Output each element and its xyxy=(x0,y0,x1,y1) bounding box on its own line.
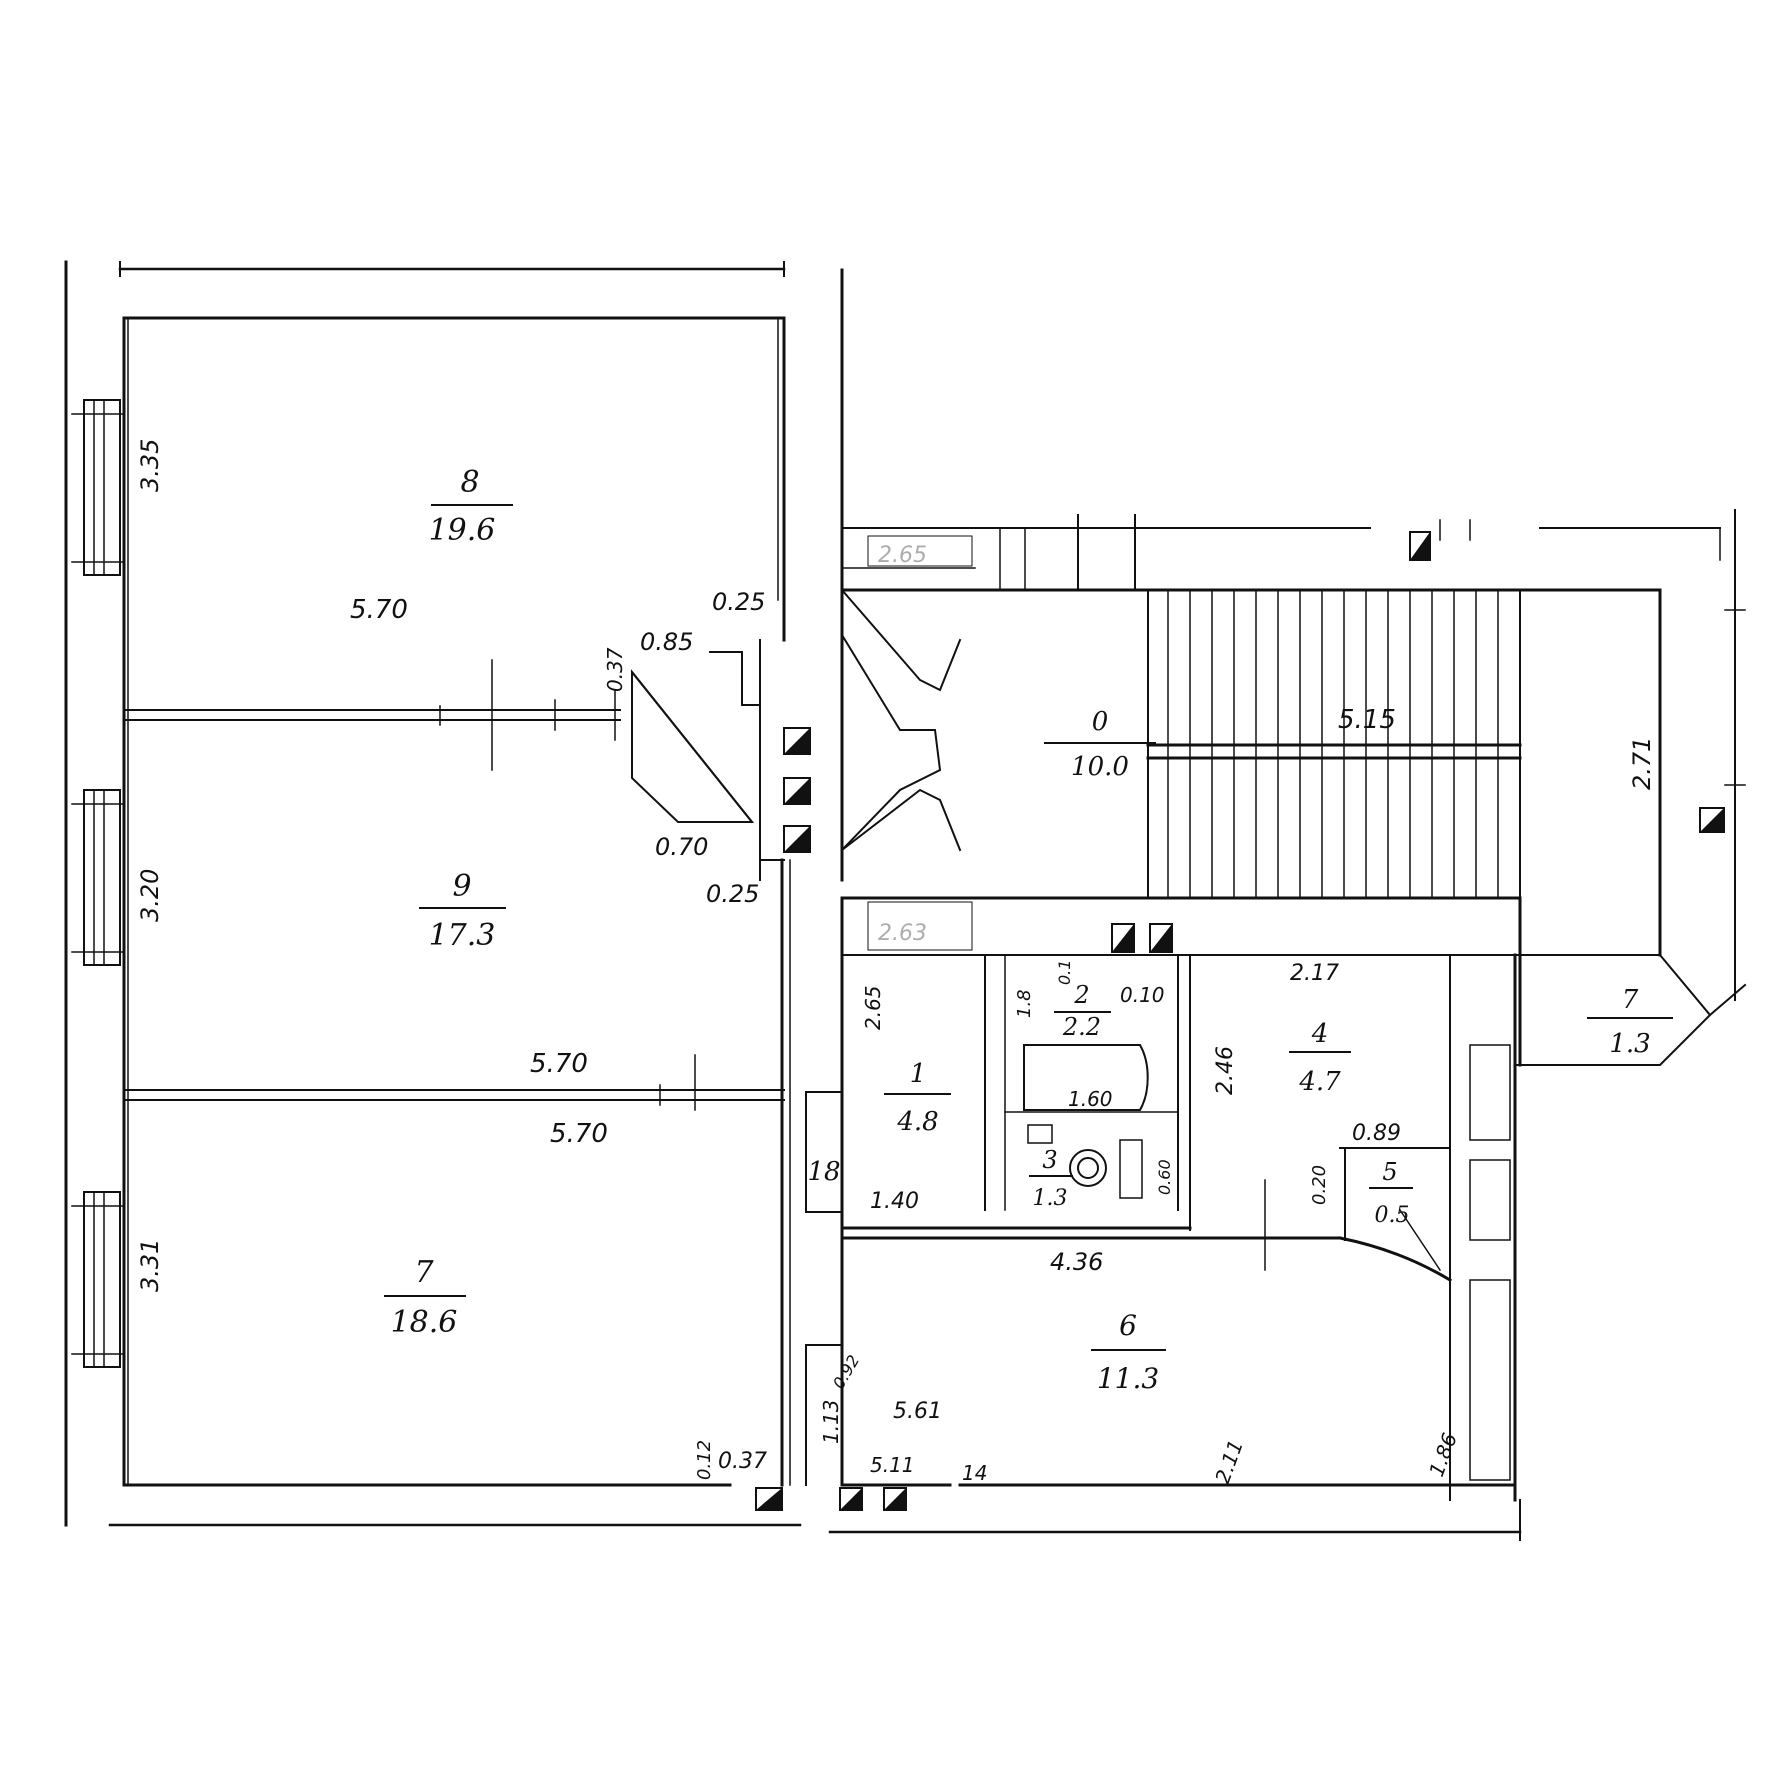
svg-text:7: 7 xyxy=(414,1255,434,1290)
room-label-5: 5 0.5 xyxy=(1369,1158,1413,1228)
svg-text:5.61: 5.61 xyxy=(893,1399,942,1424)
dimension-labels: 3.35 3.20 3.31 5.70 5.70 5.70 0.25 0.25 … xyxy=(136,439,1656,1487)
room-label-stair: 0 10.0 xyxy=(1044,707,1156,782)
room-label-7-left: 7 18.6 xyxy=(384,1255,466,1340)
svg-text:2.46: 2.46 xyxy=(1213,1046,1238,1095)
svg-text:5.70: 5.70 xyxy=(550,1119,608,1149)
room-label-8: 8 19.6 xyxy=(429,465,513,548)
room-label-3: 3 1.3 xyxy=(1029,1146,1073,1211)
svg-text:5.70: 5.70 xyxy=(350,595,408,625)
svg-text:1.3: 1.3 xyxy=(1033,1186,1068,1211)
room-label-4: 4 4.7 xyxy=(1289,1019,1351,1097)
svg-text:0.60: 0.60 xyxy=(1155,1159,1174,1195)
svg-text:1.3: 1.3 xyxy=(1609,1029,1650,1059)
vent-icons xyxy=(755,531,1725,1511)
svg-text:4.7: 4.7 xyxy=(1298,1067,1341,1097)
svg-text:8: 8 xyxy=(460,465,479,500)
window-left-top xyxy=(71,399,125,576)
svg-text:5: 5 xyxy=(1382,1158,1397,1186)
window-left-middle xyxy=(71,789,125,966)
svg-text:18.6: 18.6 xyxy=(391,1305,458,1340)
svg-text:11.3: 11.3 xyxy=(1097,1362,1159,1395)
stair-treads xyxy=(1146,589,1522,899)
svg-text:14: 14 xyxy=(962,1461,987,1485)
svg-text:2.71: 2.71 xyxy=(1628,737,1656,790)
partition-9-7 xyxy=(123,1054,785,1111)
svg-text:1: 1 xyxy=(910,1059,927,1089)
svg-text:2.11: 2.11 xyxy=(1210,1437,1248,1487)
partition-8-9 xyxy=(123,659,621,771)
svg-text:1.8: 1.8 xyxy=(1014,989,1035,1018)
svg-text:0.10: 0.10 xyxy=(1120,983,1165,1007)
svg-text:1.13: 1.13 xyxy=(819,1399,843,1444)
svg-text:3.20: 3.20 xyxy=(136,869,164,922)
room-label-7-right: 7 1.3 xyxy=(1587,985,1673,1059)
svg-text:0.92: 0.92 xyxy=(829,1352,863,1392)
svg-text:2.65: 2.65 xyxy=(861,985,885,1030)
svg-text:3.31: 3.31 xyxy=(136,1239,164,1292)
room-label-2: 2 2.2 xyxy=(1054,981,1111,1041)
svg-text:1.40: 1.40 xyxy=(870,1189,919,1214)
bath-wc-block xyxy=(840,954,1342,1240)
room-label-6: 6 11.3 xyxy=(1091,1309,1166,1395)
svg-text:1.60: 1.60 xyxy=(1068,1087,1113,1111)
svg-text:0.1: 0.1 xyxy=(1055,960,1074,985)
svg-text:0.37: 0.37 xyxy=(718,1449,767,1474)
svg-text:2.63: 2.63 xyxy=(878,921,927,946)
closet-label: 18 xyxy=(807,1157,840,1187)
svg-text:4.8: 4.8 xyxy=(896,1107,938,1137)
svg-text:2.2: 2.2 xyxy=(1062,1013,1101,1041)
svg-text:10.0: 10.0 xyxy=(1071,752,1129,782)
svg-text:17.3: 17.3 xyxy=(429,918,496,953)
svg-text:4: 4 xyxy=(1311,1019,1329,1049)
room-label-1: 1 4.8 xyxy=(884,1059,951,1137)
svg-text:19.6: 19.6 xyxy=(429,513,496,548)
room-4-5-walls xyxy=(1189,953,1747,1502)
svg-text:0.37: 0.37 xyxy=(603,647,627,692)
svg-text:0.25: 0.25 xyxy=(706,880,759,908)
svg-text:0: 0 xyxy=(1092,707,1109,737)
svg-text:2.65: 2.65 xyxy=(878,543,927,568)
window-left-bottom xyxy=(71,1191,125,1368)
svg-text:5.70: 5.70 xyxy=(530,1049,588,1079)
stove-unit xyxy=(630,639,785,881)
svg-text:3.35: 3.35 xyxy=(136,439,164,492)
svg-text:0.20: 0.20 xyxy=(1309,1165,1330,1205)
svg-text:5.15: 5.15 xyxy=(1338,705,1396,735)
svg-text:2.17: 2.17 xyxy=(1290,961,1339,986)
room-label-9: 9 17.3 xyxy=(419,869,506,953)
svg-text:0.89: 0.89 xyxy=(1352,1121,1401,1146)
svg-text:5.11: 5.11 xyxy=(870,1453,915,1477)
svg-text:2: 2 xyxy=(1073,981,1089,1009)
svg-text:0.85: 0.85 xyxy=(640,628,693,656)
svg-text:0.70: 0.70 xyxy=(655,833,708,861)
svg-text:0.12: 0.12 xyxy=(694,1440,715,1480)
svg-text:1.86: 1.86 xyxy=(1424,1430,1462,1480)
svg-text:4.36: 4.36 xyxy=(1050,1248,1103,1276)
top-dimension-line xyxy=(118,261,786,277)
svg-text:6: 6 xyxy=(1119,1309,1137,1342)
svg-text:9: 9 xyxy=(452,869,471,904)
svg-text:7: 7 xyxy=(1622,985,1639,1015)
hall-room-6-walls xyxy=(805,1091,1517,1487)
svg-text:0.25: 0.25 xyxy=(712,588,765,616)
svg-text:3: 3 xyxy=(1042,1146,1057,1174)
outer-walls xyxy=(108,268,1522,1541)
svg-text:0.5: 0.5 xyxy=(1375,1203,1410,1228)
